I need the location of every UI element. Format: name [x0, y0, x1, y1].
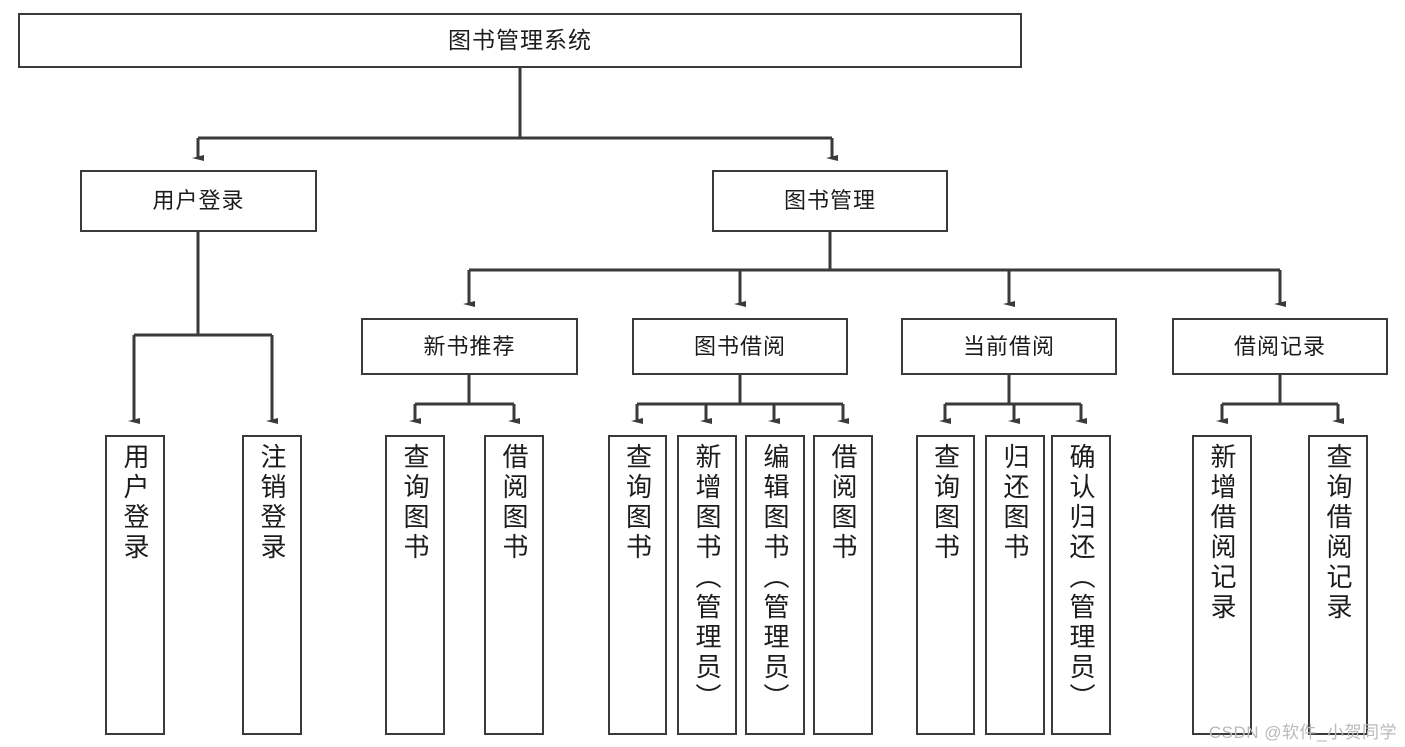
leaf-newbook-query[interactable]: 查询图书 [385, 435, 445, 735]
node-label: 图书管理系统 [448, 26, 592, 53]
node-borrow-records[interactable]: 借阅记录 [1172, 318, 1388, 375]
node-current-borrow[interactable]: 当前借阅 [901, 318, 1117, 375]
node-label: 查询图书 [400, 443, 430, 563]
node-user-login[interactable]: 用户登录 [80, 170, 317, 232]
node-root-system[interactable]: 图书管理系统 [18, 13, 1022, 68]
node-label: 新书推荐 [423, 333, 516, 359]
node-label: 注销登录 [257, 443, 287, 563]
node-label: 查询图书 [930, 443, 961, 563]
node-label: 新增借阅记录 [1207, 443, 1237, 623]
node-label: 借阅图书 [828, 443, 858, 563]
node-label: 编辑图书（管理员） [760, 443, 790, 713]
leaf-record-query[interactable]: 查询借阅记录 [1308, 435, 1368, 735]
node-label: 用户登录 [120, 443, 150, 563]
node-label: 查询图书 [622, 443, 653, 563]
node-book-borrow[interactable]: 图书借阅 [632, 318, 848, 375]
node-label: 借阅记录 [1233, 333, 1326, 359]
leaf-borrow-borrow-book[interactable]: 借阅图书 [813, 435, 873, 735]
leaf-borrow-query[interactable]: 查询图书 [608, 435, 667, 735]
leaf-borrow-edit-book[interactable]: 编辑图书（管理员） [745, 435, 805, 735]
leaf-current-return[interactable]: 归还图书 [985, 435, 1045, 735]
leaf-current-query[interactable]: 查询图书 [916, 435, 975, 735]
node-label: 新增图书（管理员） [692, 443, 722, 713]
node-new-book-recommend[interactable]: 新书推荐 [361, 318, 578, 375]
leaf-user-login[interactable]: 用户登录 [105, 435, 165, 735]
node-label: 确认归还（管理员） [1066, 443, 1096, 713]
leaf-newbook-borrow[interactable]: 借阅图书 [484, 435, 544, 735]
node-label: 用户登录 [152, 188, 245, 214]
csdn-watermark: CSDN @软件_小贺同学 [1208, 723, 1397, 742]
node-label: 当前借阅 [962, 333, 1055, 359]
node-label: 图书借阅 [693, 333, 786, 359]
leaf-current-confirm-return[interactable]: 确认归还（管理员） [1051, 435, 1111, 735]
leaf-borrow-add-book[interactable]: 新增图书（管理员） [677, 435, 737, 735]
node-label: 图书管理 [783, 188, 876, 214]
leaf-user-logout[interactable]: 注销登录 [242, 435, 302, 735]
node-label: 查询借阅记录 [1323, 443, 1353, 623]
node-book-management[interactable]: 图书管理 [712, 170, 948, 232]
node-label: 归还图书 [1000, 443, 1030, 563]
node-label: 借阅图书 [499, 443, 529, 563]
leaf-record-add[interactable]: 新增借阅记录 [1192, 435, 1252, 735]
